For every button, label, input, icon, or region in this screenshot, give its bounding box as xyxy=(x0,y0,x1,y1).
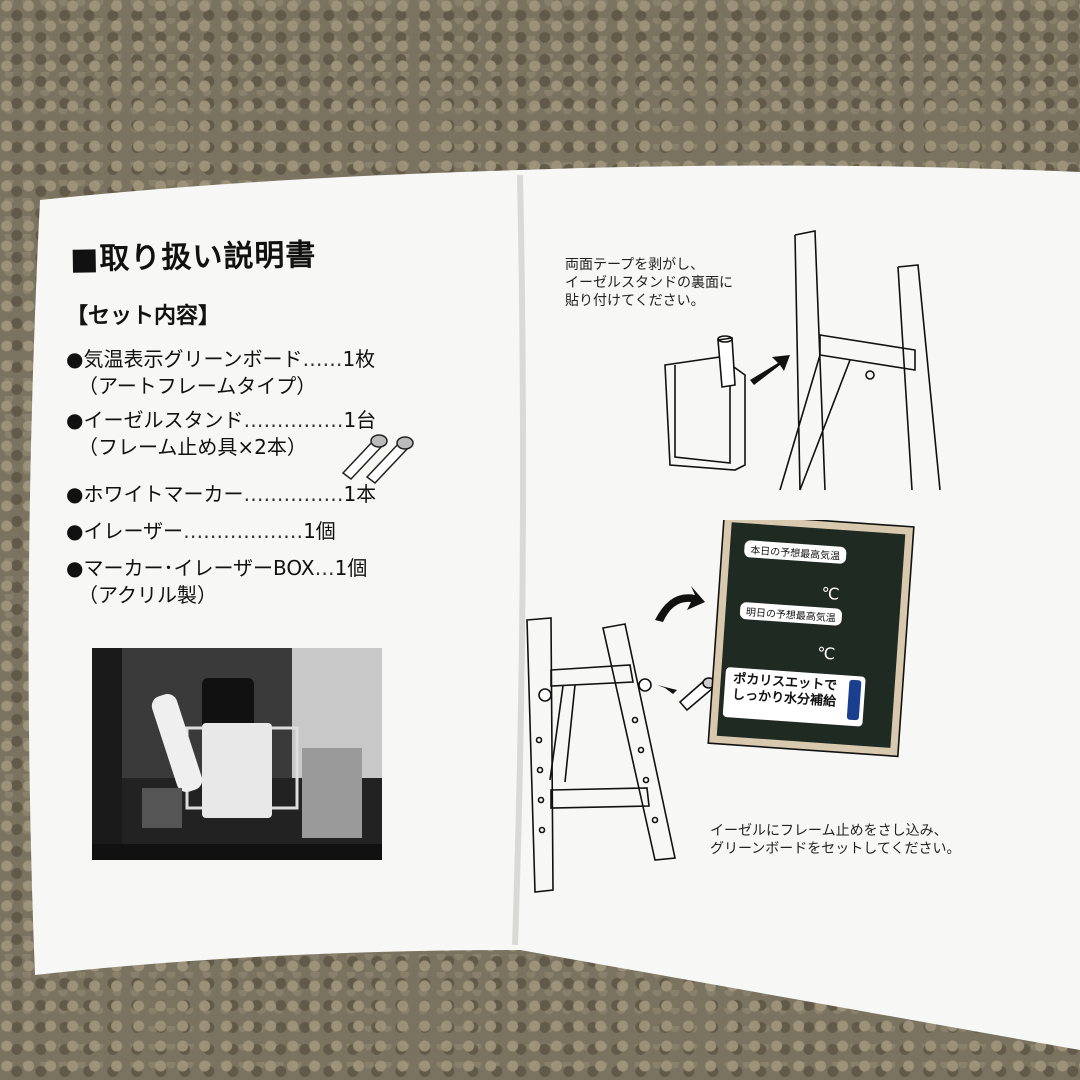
product-photo xyxy=(92,648,382,860)
box-attach-illustration xyxy=(664,230,941,491)
list-item: ●ホワイトマーカー……………1本 xyxy=(66,482,377,506)
page-title: ■取り扱い説明書 xyxy=(69,237,317,278)
box-material-note: （アクリル製） xyxy=(78,583,217,607)
frame-stopper-note: （フレーム止め具×2本） xyxy=(78,435,307,459)
tomorrow-unit: ℃ xyxy=(816,643,836,664)
list-item: ●イレーザー………………1個 xyxy=(66,519,336,543)
board-type-note: （アートフレームタイプ） xyxy=(78,374,317,398)
list-item: ●気温表示グリーンボード……1枚 xyxy=(66,347,376,371)
list-item: ●マーカー･イレーザーBOX…1個 xyxy=(66,556,368,580)
step1-caption: 両面テープを剥がし、 イーゼルスタンドの裏面に 貼り付けてください。 xyxy=(565,257,733,309)
today-unit: ℃ xyxy=(820,583,841,604)
frame-stopper-pegs-illustration xyxy=(341,434,414,485)
step2-caption: イーゼルにフレーム止めをさし込み、 グリーンボードをセットしてください。 xyxy=(710,823,961,857)
bottle-icon xyxy=(846,679,862,721)
ad-panel: ポカリスエットで しっかり水分補給 xyxy=(722,666,866,727)
list-item: ●イーゼルスタンド……………1台 xyxy=(66,408,377,432)
set-contents-heading: 【セット内容】 xyxy=(66,304,221,329)
